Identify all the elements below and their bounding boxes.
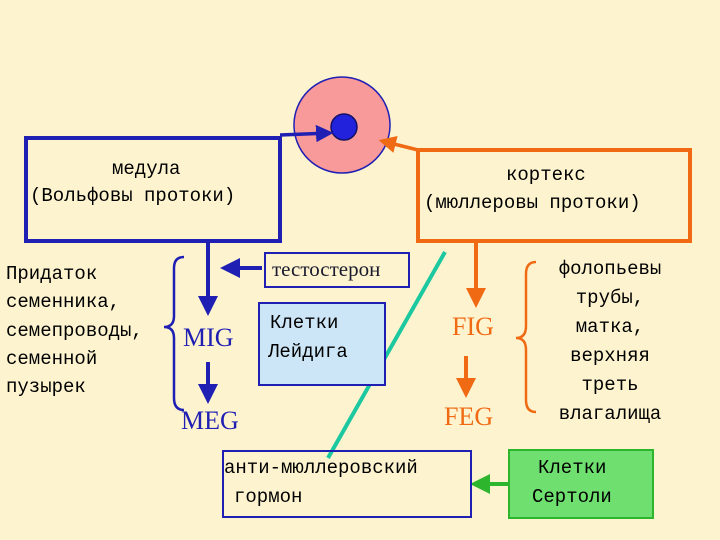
testosterone-label: тестостерон [272,257,381,281]
sertoli-cells-box [508,449,654,519]
female-structures-list: фолопьевы трубы, матка, верхняя треть вл… [540,259,680,433]
cortex-to-gonad-arrow [378,135,419,153]
sertoli-cells-line1: Клетки [538,457,607,479]
male-structure-item: Придаток [6,263,98,285]
medulla-title: медула [112,158,181,180]
sertoli-cells-line2: Сертоли [532,486,612,508]
female-structure-item: треть [581,374,639,396]
female-structures-brace [515,260,537,414]
testosterone-box [264,252,410,288]
amh-inhibition-line [326,251,447,459]
mig-label: MIG [183,323,234,352]
leydig-cells-box [258,302,386,386]
male-structure-item: семепроводы, [6,320,143,342]
male-structures-brace [163,255,185,412]
female-structure-item: трубы, [575,287,645,309]
feg-label: FEG [444,402,494,431]
medulla-subtitle: (Вольфовы протоки) [30,185,236,207]
medulla-box [24,136,282,243]
cortex-title: кортекс [506,164,586,186]
male-structure-item: семенника, [6,291,121,313]
fig-label: FIG [452,312,494,341]
leydig-cells-line2: Лейдига [268,341,348,363]
amh-title: анти-мюллеровский [224,457,418,479]
medulla-to-gonad-arrow [279,124,334,143]
female-structure-item: матка, [575,316,645,338]
male-structure-item: семенной [6,348,98,370]
female-structure-item: влагалища [558,403,662,425]
amh-subtitle: гормон [234,486,303,508]
female-structure-item: фолопьевы [558,258,662,280]
female-structure-item: верхняя [570,345,650,367]
amh-box [222,450,472,518]
male-structure-item: пузырек [6,376,86,398]
cortex-box [416,148,692,243]
meg-label: MEG [181,406,239,435]
gonad-inner-circle [330,113,358,141]
leydig-cells-line1: Клетки [270,312,339,334]
cortex-subtitle: (мюллеровы протоки) [424,192,641,214]
